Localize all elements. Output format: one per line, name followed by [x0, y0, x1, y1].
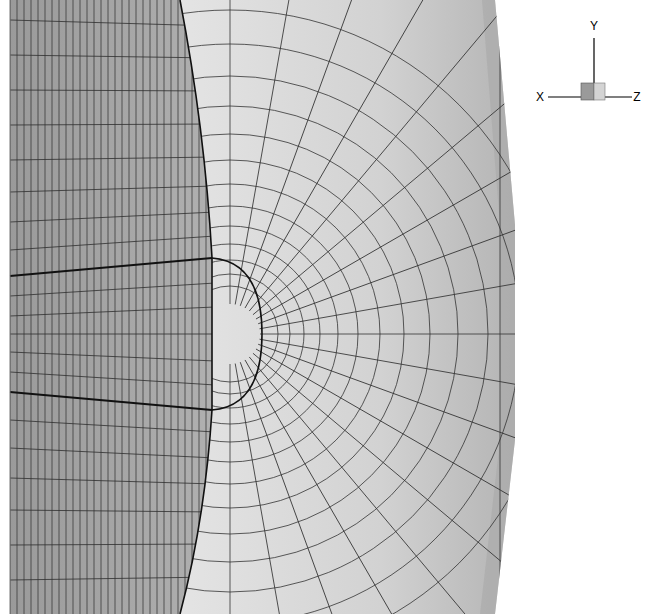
axis-label: Y [590, 20, 598, 32]
axis-label: Z [633, 91, 640, 103]
axis-label: X [536, 91, 544, 103]
axis-triad [548, 38, 632, 100]
